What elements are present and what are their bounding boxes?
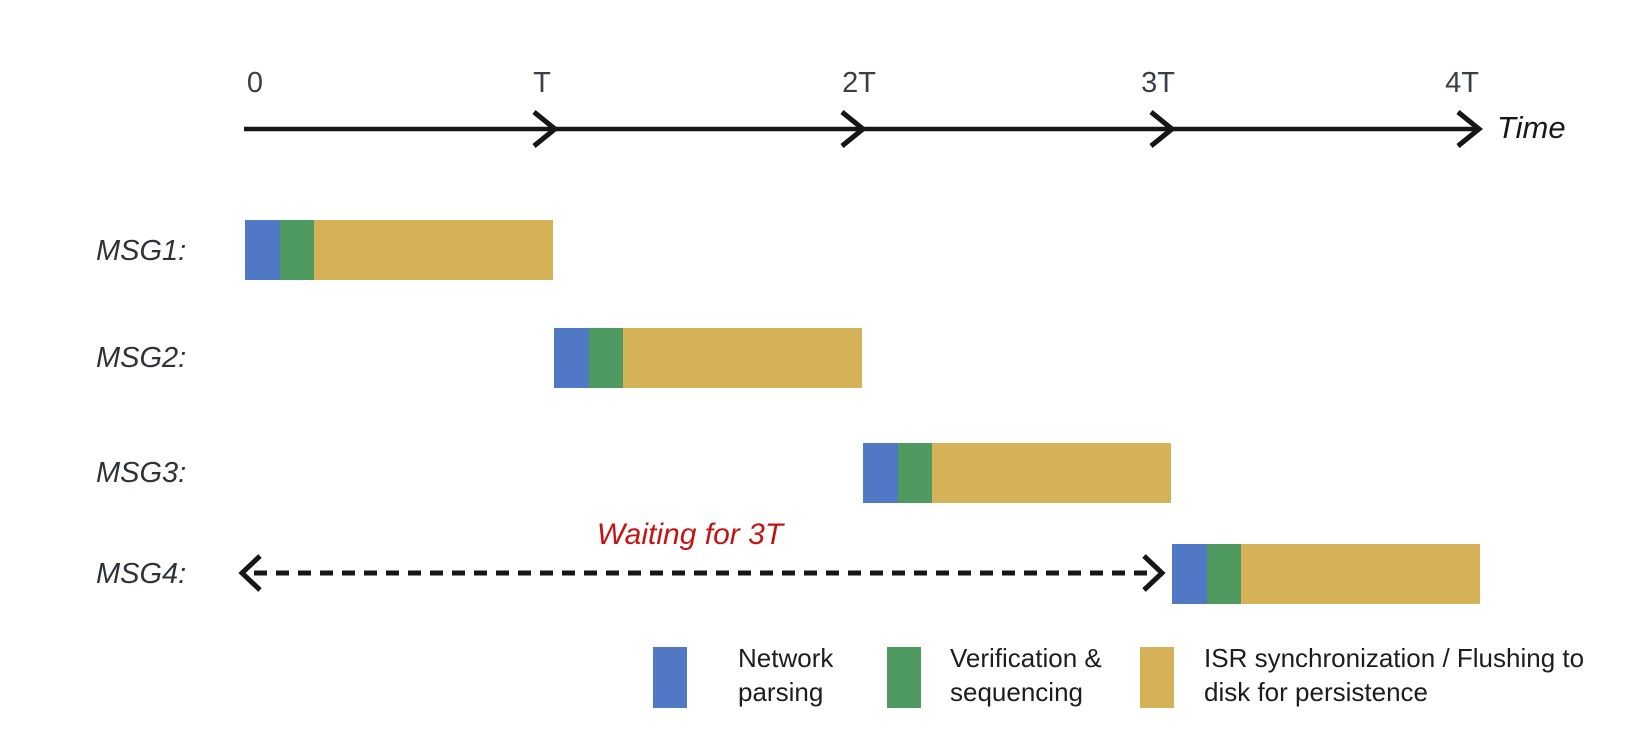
legend-swatch-isr-sync-flush xyxy=(1140,647,1174,708)
isr-sync-flush-segment xyxy=(1241,544,1480,604)
axis-tick-label-3t: 3T xyxy=(1141,67,1175,99)
axis-arrowhead-t xyxy=(532,110,559,148)
network-parsing-segment xyxy=(554,328,589,388)
axis-tick-label-0: 0 xyxy=(246,67,264,99)
isr-sync-flush-segment xyxy=(623,328,862,388)
axis-arrowhead-3t xyxy=(1149,110,1176,148)
waiting-annotation: Waiting for 3T xyxy=(596,518,784,551)
msg2-label: MSG2: xyxy=(96,342,187,374)
msg1-bar xyxy=(245,220,553,280)
isr-sync-flush-segment xyxy=(314,220,553,280)
msg3-bar xyxy=(863,443,1171,503)
axis-tick-label-t: T xyxy=(533,67,551,99)
waiting-arrow-left-head xyxy=(238,554,262,592)
verification-sequencing-segment xyxy=(1207,544,1241,604)
network-parsing-segment xyxy=(245,220,280,280)
axis-tick-label-2t: 2T xyxy=(842,67,876,99)
msg1-label: MSG1: xyxy=(96,235,187,267)
axis-title: Time xyxy=(1497,110,1566,145)
axis-tick-label-4t: 4T xyxy=(1445,67,1479,99)
legend-label-network-parsing: Network parsing xyxy=(738,643,834,707)
isr-sync-flush-segment xyxy=(932,443,1171,503)
msg3-label: MSG3: xyxy=(96,457,187,489)
waiting-arrow-right-head xyxy=(1142,554,1166,592)
verification-sequencing-segment xyxy=(280,220,314,280)
time-axis xyxy=(244,110,1483,148)
msg2-bar xyxy=(554,328,862,388)
legend-swatch-verification-sequencing xyxy=(887,647,921,708)
axis-arrowhead-2t xyxy=(840,110,867,148)
legend-swatch-network-parsing xyxy=(653,647,687,708)
legend-label-isr-sync-flush: ISR synchronization / Flushing to disk f… xyxy=(1204,643,1585,707)
axis-arrowhead-4t xyxy=(1456,110,1483,148)
verification-sequencing-segment xyxy=(589,328,623,388)
waiting-arrow xyxy=(238,554,1166,592)
network-parsing-segment xyxy=(863,443,898,503)
msg4-bar xyxy=(1172,544,1480,604)
legend-label-verification-sequencing: Verification & sequencing xyxy=(950,643,1102,707)
msg4-label: MSG4: xyxy=(96,558,187,590)
network-parsing-segment xyxy=(1172,544,1207,604)
verification-sequencing-segment xyxy=(898,443,932,503)
